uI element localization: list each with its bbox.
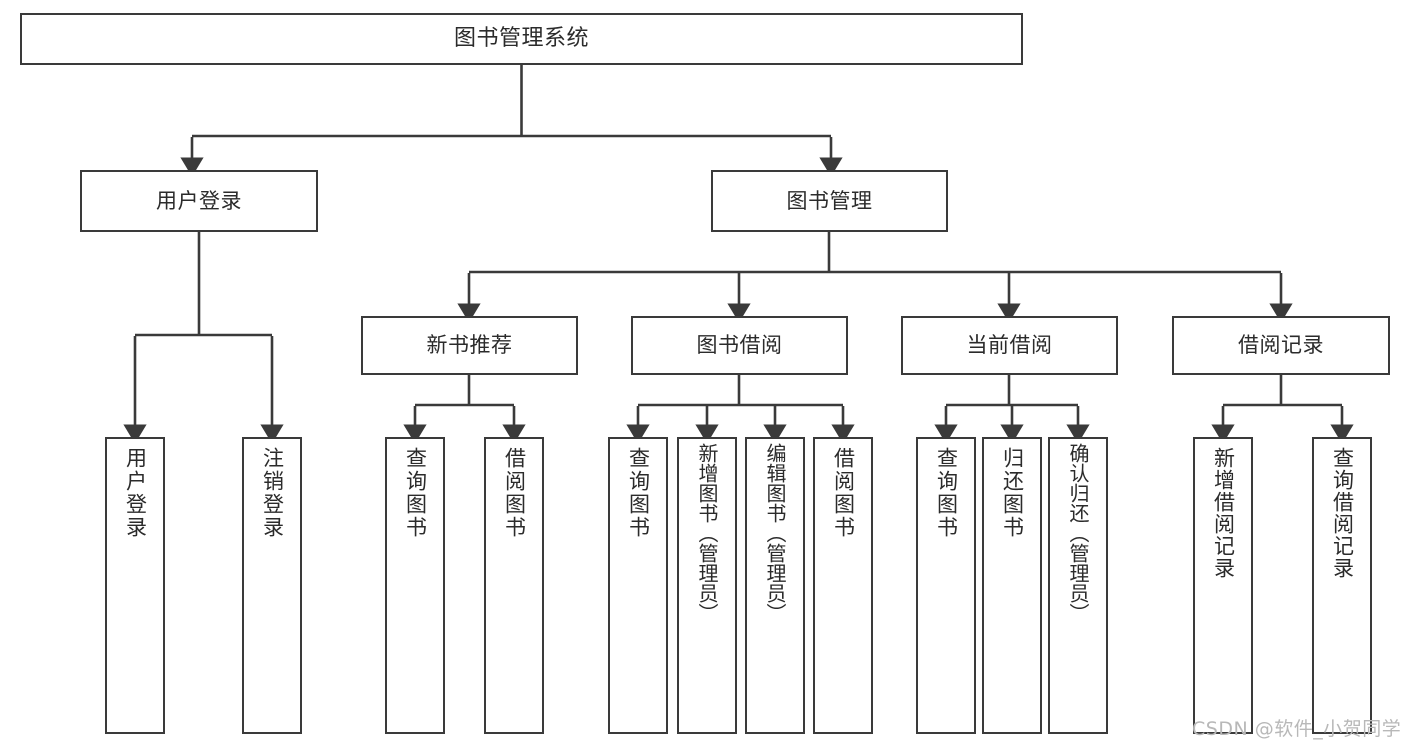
- node-leaf-edit-book-admin[interactable]: 编辑图书（管理员）: [745, 437, 805, 734]
- node-root-book-management-system[interactable]: 图书管理系统: [20, 13, 1023, 65]
- csdn-watermark: CSDN @软件_小贺同学: [1192, 718, 1402, 740]
- edge-current-borrow-to-leaves: [934, 406, 1090, 444]
- node-label: 新增借阅记录: [1211, 447, 1236, 579]
- edge-root-trunk: [192, 65, 831, 138]
- node-label: 借阅记录: [1238, 333, 1324, 358]
- edge-book-manage-bus: [469, 232, 1281, 274]
- edge-user-login-to-leaves: [123, 336, 284, 444]
- node-label: 图书借阅: [696, 333, 783, 358]
- node-label: 新书推荐: [426, 333, 513, 358]
- edge-user-login-bus: [135, 232, 272, 337]
- node-label: 图书管理: [786, 188, 873, 213]
- node-new-book-recommend[interactable]: 新书推荐: [361, 316, 578, 375]
- node-current-borrow[interactable]: 当前借阅: [901, 316, 1118, 375]
- node-label: 用户登录: [123, 447, 148, 539]
- node-label: 查询借阅记录: [1330, 447, 1355, 579]
- node-label: 查询图书: [626, 447, 651, 539]
- edge-borrow-record-bus: [1223, 375, 1342, 407]
- node-leaf-logout-login[interactable]: 注销登录: [242, 437, 302, 734]
- node-leaf-return-book[interactable]: 归还图书: [982, 437, 1042, 734]
- node-label: 注销登录: [260, 447, 285, 539]
- node-label: 查询图书: [403, 447, 428, 539]
- node-leaf-borrow-book-recommend[interactable]: 借阅图书: [484, 437, 544, 734]
- edge-current-borrow-bus: [946, 375, 1078, 407]
- node-label: 图书管理系统: [453, 26, 589, 52]
- node-leaf-user-login[interactable]: 用户登录: [105, 437, 165, 734]
- node-leaf-query-book-current[interactable]: 查询图书: [916, 437, 976, 734]
- edge-new-book-to-leaves: [403, 406, 526, 444]
- node-label: 查询图书: [934, 447, 959, 539]
- edge-root-to-level2: [180, 137, 843, 177]
- node-label: 归还图书: [1000, 447, 1025, 539]
- edge-borrow-record-to-leaves: [1211, 406, 1354, 444]
- node-label: 确认归还（管理员）: [1066, 443, 1090, 623]
- node-leaf-confirm-return-admin[interactable]: 确认归还（管理员）: [1048, 437, 1108, 734]
- node-leaf-add-borrow-record[interactable]: 新增借阅记录: [1193, 437, 1253, 734]
- node-leaf-query-borrow-record[interactable]: 查询借阅记录: [1312, 437, 1372, 734]
- node-label: 新增图书（管理员）: [695, 443, 719, 623]
- node-label: 当前借阅: [966, 333, 1053, 358]
- node-label: 编辑图书（管理员）: [763, 443, 787, 623]
- node-label: 用户登录: [156, 188, 242, 213]
- node-user-login[interactable]: 用户登录: [80, 170, 318, 232]
- node-borrow-record[interactable]: 借阅记录: [1172, 316, 1390, 375]
- node-leaf-query-book-recommend[interactable]: 查询图书: [385, 437, 445, 734]
- node-label: 借阅图书: [831, 447, 856, 539]
- node-leaf-add-book-admin[interactable]: 新增图书（管理员）: [677, 437, 737, 734]
- node-leaf-borrow-book[interactable]: 借阅图书: [813, 437, 873, 734]
- node-label: 借阅图书: [502, 447, 527, 539]
- edge-book-borrow-bus: [638, 375, 843, 407]
- edge-book-manage-to-level3: [457, 273, 1293, 323]
- node-leaf-query-book-borrow[interactable]: 查询图书: [608, 437, 668, 734]
- edge-book-borrow-to-leaves: [626, 406, 855, 444]
- node-book-borrow[interactable]: 图书借阅: [631, 316, 848, 375]
- node-book-management[interactable]: 图书管理: [711, 170, 948, 232]
- edge-new-book-bus: [415, 375, 514, 407]
